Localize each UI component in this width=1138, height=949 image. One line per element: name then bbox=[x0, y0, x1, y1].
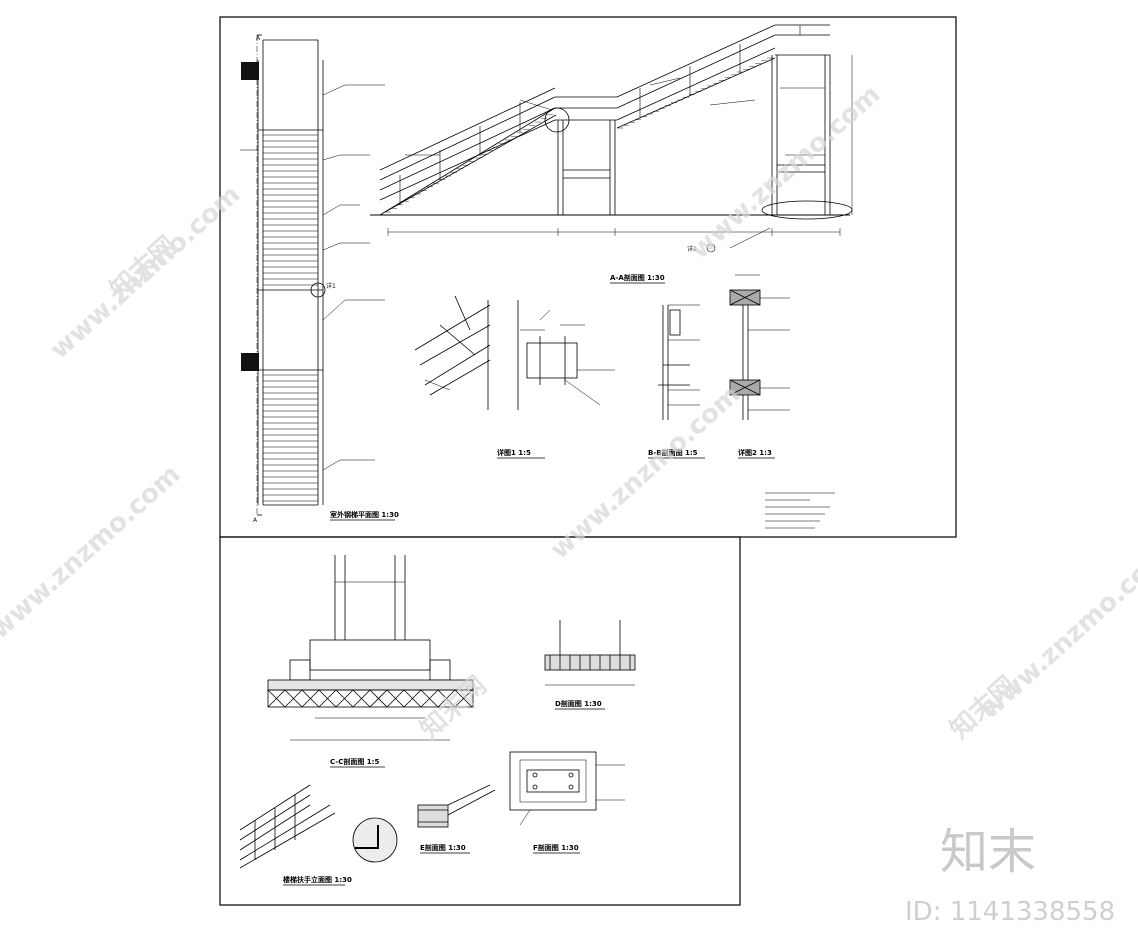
detail-1-callout-label: 详1 bbox=[326, 282, 336, 290]
detail-2-title: 详图2 1:3 bbox=[738, 448, 772, 457]
detail-2-callout-label: 详2 bbox=[687, 245, 697, 253]
plan-column-bottom bbox=[241, 353, 259, 371]
detail-2-callout-circle bbox=[706, 243, 716, 253]
stair-elevation-section bbox=[370, 24, 853, 236]
watermark-url-3: www.znzmo.com bbox=[0, 459, 186, 645]
section-bb-leaders bbox=[668, 304, 700, 406]
general-notes bbox=[765, 492, 835, 529]
section-f-drawing bbox=[509, 751, 625, 826]
section-aa-title: A-A剖面图 1:30 bbox=[610, 273, 665, 282]
stair-treads bbox=[385, 57, 773, 213]
detail-1-callout-circle bbox=[310, 282, 326, 298]
detail-1-title: 详图1 1:5 bbox=[497, 448, 531, 457]
detail-2-leaders bbox=[735, 274, 790, 411]
watermark-url-4: www.znzmo.com bbox=[685, 79, 887, 265]
section-d-title: D剖面图 1:30 bbox=[555, 699, 602, 708]
upper-drawing-frame bbox=[219, 16, 957, 538]
section-e-title: E剖面图 1:30 bbox=[420, 843, 466, 852]
railing-elevation-title: 楼梯扶手立面图 1:30 bbox=[283, 875, 352, 884]
plan-column-top bbox=[241, 62, 259, 80]
section-d-drawing bbox=[544, 620, 636, 686]
section-bb-title: B-B剖面图 1:5 bbox=[648, 448, 698, 457]
plan-leader-lines bbox=[240, 84, 385, 471]
section-bb-drawing bbox=[658, 305, 690, 420]
railing-elevation-drawing bbox=[239, 784, 398, 869]
detail-1-drawing bbox=[414, 295, 578, 410]
section-f-title: F剖面图 1:30 bbox=[533, 843, 579, 852]
detail-1-leaders bbox=[424, 309, 615, 406]
section-aa-leaders bbox=[405, 77, 825, 249]
section-cc-drawing bbox=[267, 555, 474, 741]
section-cc-title: C-C剖面图 1:5 bbox=[330, 757, 379, 766]
detail-2-drawing bbox=[729, 289, 761, 420]
brand-id: ID: 1141338558 bbox=[905, 897, 1115, 927]
brand-logo: 知末 bbox=[940, 824, 1036, 880]
watermark-layer: www.znzmo.com www.znzmo.com www.znzmo.co… bbox=[0, 79, 1138, 745]
lower-drawing-frame bbox=[219, 536, 741, 906]
section-mark-a-top: A bbox=[256, 35, 261, 42]
plan-title: 室外钢梯平面图 1:30 bbox=[330, 510, 399, 519]
stair-plan-view bbox=[256, 34, 324, 516]
section-mark-a-bottom: A bbox=[253, 517, 258, 524]
section-e-drawing bbox=[417, 784, 496, 828]
